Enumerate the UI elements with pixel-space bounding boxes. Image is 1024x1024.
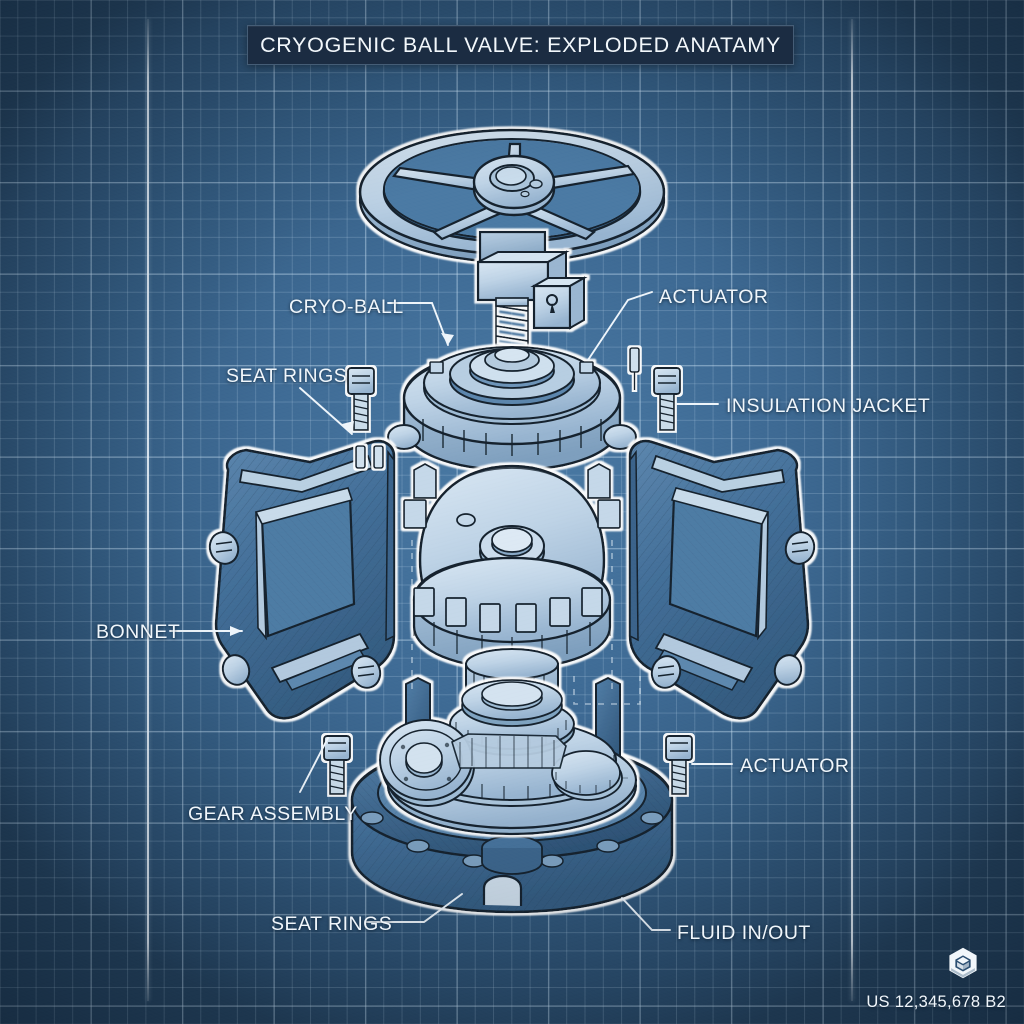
phantom-lines xyxy=(411,540,641,705)
leader-arrowheads xyxy=(230,333,454,636)
part-bonnet-left xyxy=(208,439,396,720)
margin-rule-right xyxy=(851,19,854,1001)
part-pin-a xyxy=(355,445,366,469)
part-pin-b xyxy=(373,445,384,469)
callout-bonnet: BONNET xyxy=(96,621,181,643)
part-bonnet-right xyxy=(628,439,816,720)
patent-number: US 12,345,678 B2 xyxy=(866,993,1006,1011)
fasteners xyxy=(323,347,693,795)
leader-actuator-top xyxy=(587,291,653,361)
callout-fluid-in-out: FLUID IN/OUT xyxy=(677,922,811,944)
callout-actuator-top: ACTUATOR xyxy=(659,286,769,308)
page-title: CRYOGENIC BALL VALVE: EXPLODED ANATAMY xyxy=(260,32,781,57)
part-pin-c xyxy=(629,347,640,390)
part-gear-assembly xyxy=(379,676,638,836)
part-cryo-ball xyxy=(403,463,621,670)
leader-gear-assembly xyxy=(299,737,329,793)
hexagon-cube-logo xyxy=(949,947,977,979)
part-insulation-jacket xyxy=(387,345,637,472)
callout-seat-rings-bottom: SEAT RINGS xyxy=(271,913,393,935)
part-stem-actuator xyxy=(476,230,588,352)
callout-insulation-jacket: INSULATION JACKET xyxy=(726,395,931,417)
title-plate: CRYOGENIC BALL VALVE: EXPLODED ANATAMY xyxy=(247,25,794,65)
leader-seat-rings-bottom xyxy=(365,893,463,923)
callout-seat-rings-top: SEAT RINGS xyxy=(226,365,348,387)
callout-cryo-ball: CRYO-BALL xyxy=(289,296,404,318)
part-bolt-lower-left xyxy=(323,735,351,795)
callout-actuator-bottom: ACTUATOR xyxy=(740,755,850,777)
leader-fluid-in-out xyxy=(621,897,671,931)
leader-seat-rings-top xyxy=(299,387,353,435)
margin-rule-left xyxy=(147,19,150,1001)
part-bolt-lower-right xyxy=(665,735,693,795)
callout-gear-assembly: GEAR ASSEMBLY xyxy=(188,803,358,825)
part-bolt-upper-right xyxy=(653,367,681,431)
part-bolt-upper-left xyxy=(347,367,375,431)
